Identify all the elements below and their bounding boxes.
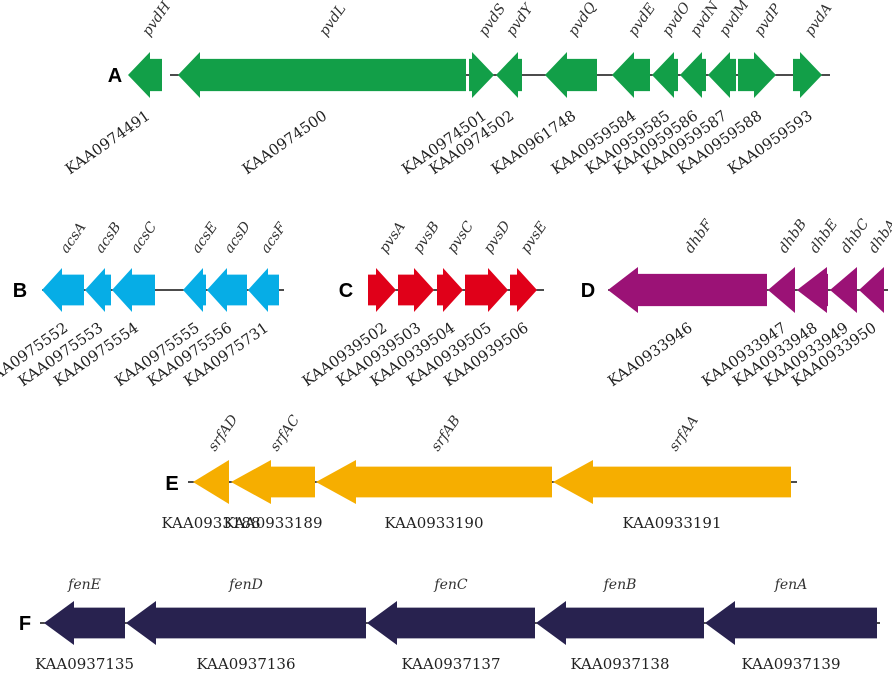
accession-label: KAA0933190 xyxy=(384,514,483,532)
gene-name-label: acsC xyxy=(128,219,161,256)
gene-arrow-pvdP xyxy=(738,52,776,98)
gene-arrow-pvsB xyxy=(398,268,434,312)
gene-arrow-pvdH xyxy=(128,52,162,98)
gene-arrow-fenC xyxy=(367,601,535,645)
panel-label: B xyxy=(13,280,27,302)
gene-arrow-pvdO xyxy=(652,52,678,98)
accession-label: KAA0933946 xyxy=(604,319,695,391)
gene-arrow-pvdY xyxy=(496,52,522,98)
gene-name-label: srfAC xyxy=(267,412,303,454)
gene-arrow-pvsE xyxy=(510,268,537,312)
gene-arrow-pvdS xyxy=(469,52,494,98)
accession-label: KAA0937137 xyxy=(401,655,500,673)
panel-label: D xyxy=(581,280,595,302)
gene-arrow-srfAD xyxy=(193,460,229,504)
gene-name-label: srfAB xyxy=(428,413,464,455)
gene-arrow-pvdE xyxy=(612,52,650,98)
gene-name-label: pvdO xyxy=(659,0,694,39)
gene-name-label: fenE xyxy=(67,577,101,593)
gene-arrow-acsE xyxy=(183,268,206,312)
gene-name-label: acsF xyxy=(258,219,291,256)
gene-name-label: pvdA xyxy=(802,1,836,40)
panel-b: BacsAKAA0975552acsBKAA0975553acsCKAA0975… xyxy=(0,219,290,390)
accession-label: KAA0974500 xyxy=(239,107,330,179)
gene-name-label: pvdL xyxy=(316,1,349,39)
gene-name-label: fenB xyxy=(603,577,637,593)
gene-name-label: pvsB xyxy=(410,219,443,256)
panel-label: C xyxy=(339,280,353,302)
gene-name-label: acsB xyxy=(92,220,124,257)
gene-arrow-pvdN xyxy=(680,52,706,98)
gene-arrow-srfAB xyxy=(316,460,552,504)
gene-name-label: pvdH xyxy=(139,0,174,39)
gene-arrow-dhbE xyxy=(797,267,828,313)
gene-name-label: acsE xyxy=(189,220,221,257)
gene-arrow-acsD xyxy=(207,268,247,312)
gene-name-label: pvdS xyxy=(476,1,509,39)
gene-arrow-fenB xyxy=(536,601,704,645)
gene-name-label: dhbB xyxy=(776,217,810,257)
gene-name-label: dhbF xyxy=(682,216,717,256)
accession-label: KAA0937135 xyxy=(35,655,134,673)
accession-label: KAA0974491 xyxy=(62,107,153,179)
gene-arrow-acsF xyxy=(248,268,279,312)
accession-label: KAA0937138 xyxy=(570,655,669,673)
gene-arrow-srfAC xyxy=(231,460,315,504)
gene-name-label: pvdN xyxy=(687,0,722,39)
gene-arrow-fenE xyxy=(44,601,125,645)
gene-arrow-fenA xyxy=(705,601,877,645)
panel-label: E xyxy=(165,473,178,495)
gene-name-label: acsD xyxy=(221,219,254,257)
gene-name-label: pvdM xyxy=(716,0,753,39)
gene-name-label: dhbC xyxy=(838,216,873,256)
gene-name-label: pvsD xyxy=(481,218,514,256)
accession-label: KAA0933189 xyxy=(223,514,322,532)
panel-a: ApvdHKAA0974491pvdLKAA0974500pvdSKAA0974… xyxy=(62,0,836,178)
gene-arrow-pvdA xyxy=(793,52,822,98)
gene-name-label: dhbE xyxy=(807,217,841,257)
gene-name-label: fenC xyxy=(433,577,467,593)
panel-c: CpvsAKAA0939502pvsBKAA0939503pvsCKAA0939… xyxy=(299,218,551,390)
gene-arrow-pvdQ xyxy=(545,52,597,98)
gene-arrow-srfAA xyxy=(553,460,791,504)
gene-arrow-acsA xyxy=(42,268,84,312)
gene-arrow-dhbB xyxy=(768,267,795,313)
gene-arrow-acsB xyxy=(85,268,111,312)
accession-label: KAA0937136 xyxy=(196,655,295,673)
gene-name-label: fenD xyxy=(228,577,263,593)
gene-arrow-dhbC xyxy=(830,267,857,313)
panel-label: A xyxy=(108,65,122,87)
gene-arrow-dhbF xyxy=(608,267,767,313)
gene-name-label: pvsA xyxy=(376,219,409,256)
gene-name-label: pvdP xyxy=(751,1,785,40)
gene-name-label: srfAD xyxy=(205,412,241,454)
gene-name-label: fenA xyxy=(774,577,808,593)
gene-arrow-fenD xyxy=(126,601,366,645)
gene-arrow-dhbA xyxy=(859,267,884,313)
gene-name-label: srfAA xyxy=(666,413,702,454)
gene-name-label: pvdY xyxy=(503,0,537,39)
accession-label: KAA0937139 xyxy=(741,655,840,673)
gene-name-label: pvsC xyxy=(444,218,477,256)
gene-name-label: pvdQ xyxy=(565,0,600,39)
gene-arrow-pvdL xyxy=(178,52,466,98)
gene-name-label: acsA xyxy=(57,220,89,257)
gene-arrow-acsC xyxy=(112,268,155,312)
gene-name-label: pvdE xyxy=(625,1,659,40)
gene-arrow-pvsD xyxy=(465,268,508,312)
gene-name-label: pvsE xyxy=(518,219,551,256)
gene-arrow-pvdM xyxy=(708,52,736,98)
panel-label: F xyxy=(19,613,31,635)
accession-label: KAA0933191 xyxy=(622,514,721,532)
gene-name-label: dhbA xyxy=(866,217,892,257)
gene-arrow-pvsC xyxy=(437,268,463,312)
gene-arrow-pvsA xyxy=(368,268,396,312)
panel-d: DdhbFKAA0933946dhbBKAA0933947dhbEKAA0933… xyxy=(581,216,892,390)
accession-label: KAA0933188 xyxy=(161,514,260,532)
